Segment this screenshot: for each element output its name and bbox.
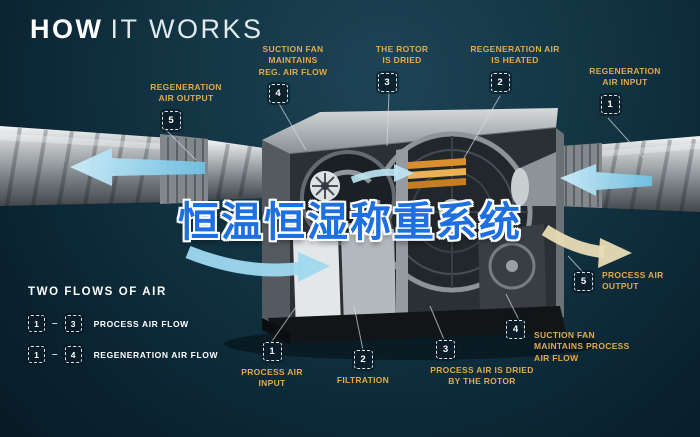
airflow-arrows xyxy=(70,148,652,282)
title-how: HOW xyxy=(30,14,104,44)
callout-label: PROCESS AIR IS DRIED BY THE ROTOR xyxy=(430,365,534,387)
callout-label: FILTRATION xyxy=(336,375,390,385)
callout-label: PROCESS AIR OUTPUT xyxy=(602,270,664,292)
callout-air-heated: REGENERATION AIR IS HEATED 2 xyxy=(452,44,578,92)
callout-process-dried: 3 PROCESS AIR IS DRIED BY THE ROTOR xyxy=(426,340,538,388)
callout-label: REGENERATION AIR OUTPUT xyxy=(150,82,222,104)
callout-badge: 5 xyxy=(574,271,593,291)
callout-regeneration-input: REGENERATION AIR INPUT 1 xyxy=(575,66,675,114)
callout-badge: 2 xyxy=(490,72,510,92)
callout-label: PROCESS AIR INPUT xyxy=(241,367,303,389)
process-output-arrow xyxy=(541,224,605,258)
callout-regeneration-output: REGENERATION AIR OUTPUT 5 xyxy=(138,82,234,130)
process-input-arrow xyxy=(185,245,303,277)
callout-badge: 1 xyxy=(262,342,282,361)
heater-element xyxy=(408,158,466,189)
callout-lines xyxy=(165,91,645,351)
callout-label: REGENERATION AIR IS HEATED xyxy=(470,44,560,66)
callout-label: THE ROTOR IS DRIED xyxy=(375,44,429,66)
callout-badge: 5 xyxy=(161,110,181,130)
legend-row-regeneration: 1 – 4 REGENERATION AIR FLOW xyxy=(28,346,218,363)
legend-badge-from: 1 xyxy=(28,346,45,363)
callout-badge: 3 xyxy=(436,340,455,359)
callout-badge: 1 xyxy=(600,94,620,114)
callout-label: SUCTION FAN MAINTAINS REG. AIR FLOW xyxy=(258,44,328,77)
callout-suction-fan-reg: SUCTION FAN MAINTAINS REG. AIR FLOW 4 xyxy=(238,44,348,104)
callout-process-input: 1 PROCESS AIR INPUT xyxy=(236,342,308,390)
legend-row-process: 1 – 3 PROCESS AIR FLOW xyxy=(28,315,218,332)
callout-label: REGENERATION AIR INPUT xyxy=(589,66,661,88)
callout-filtration: 2 FILTRATION xyxy=(327,350,399,386)
legend-label: PROCESS AIR FLOW xyxy=(93,318,189,329)
callout-label: SUCTION FAN MAINTAINS PROCESS AIR FLOW xyxy=(534,330,630,363)
regeneration-input-arrow xyxy=(560,164,652,196)
legend-heading: TWO FLOWS OF AIR xyxy=(28,286,167,298)
watermark-text: 恒温恒湿称重系统 xyxy=(178,199,522,245)
regeneration-output-arrow xyxy=(70,148,205,186)
legend-badge-to: 4 xyxy=(64,346,82,363)
legend-label: REGENERATION AIR FLOW xyxy=(93,349,219,360)
legend-badge-to: 3 xyxy=(64,315,82,332)
callout-badge: 3 xyxy=(377,72,397,92)
callout-badge: 4 xyxy=(506,320,525,339)
dehumidifier-unit xyxy=(224,108,600,360)
callout-suction-fan-process: 4 SUCTION FAN MAINTAINS PROCESS AIR FLOW xyxy=(506,320,630,364)
legend-dash: – xyxy=(52,318,58,329)
callout-rotor-dried: THE ROTOR IS DRIED 3 xyxy=(357,44,447,92)
callout-badge: 2 xyxy=(353,350,373,369)
title-it-works: IT WORKS xyxy=(110,14,264,44)
legend-badge-from: 1 xyxy=(28,315,45,332)
callout-process-output: 5 PROCESS AIR OUTPUT xyxy=(574,270,664,293)
legend: TWO FLOWS OF AIR 1 – 3 PROCESS AIR FLOW … xyxy=(28,286,218,377)
callout-badge: 4 xyxy=(268,84,288,104)
legend-dash: – xyxy=(52,349,58,360)
